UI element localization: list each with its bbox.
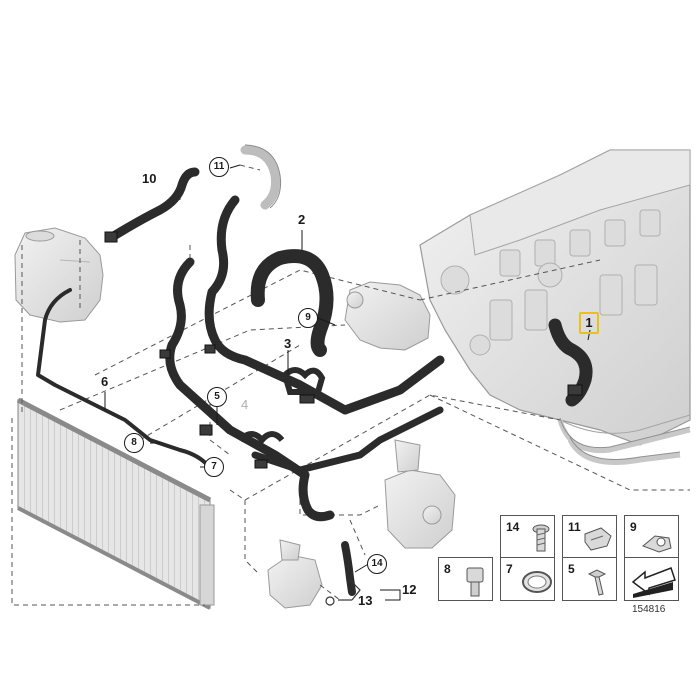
upper-grey-hose [240,145,280,210]
screw-icon [532,524,550,552]
callout-1-highlighted: 1 [579,312,599,334]
callout-1: 1 [585,315,593,330]
callout-6: 6 [101,374,109,389]
legend-num-5: 5 [568,562,575,576]
clip-icon [584,527,612,551]
callout-14: 14 [367,554,387,574]
callout-8: 8 [124,433,144,453]
legend-cell-7: 7 [500,557,555,601]
electric-pump [267,539,323,609]
thermostat-housing [384,439,456,549]
engine-pipes [557,419,691,465]
callout-13: 13 [358,593,373,608]
bracket-clip-icon [642,535,672,553]
callout-4: 4 [241,397,249,412]
engine-block [419,149,691,446]
legend-num-11: 11 [568,520,581,534]
legend-cell-8: 8 [438,557,493,601]
legend-num-9: 9 [630,520,637,534]
callout-11: 11 [209,157,229,177]
callout-5: 5 [207,387,227,407]
legend-num-14: 14 [506,520,520,534]
reference-number: 154816 [632,604,666,615]
small-fittings [325,579,361,606]
legend-num-8: 8 [444,562,451,576]
bolt-icon [587,569,607,596]
callout-9: 9 [298,308,318,328]
callout-3: 3 [284,336,292,351]
dashed-leaders [11,164,690,606]
upper-grey-hose-outline [244,144,281,209]
legend-cell-11: 11 [562,515,617,559]
hose-clamp-icon [522,571,552,593]
legend-cell-14: 14 [500,515,555,559]
callout-10: 10 [142,171,157,186]
arrow-symbol-icon [631,567,676,598]
legend-cell-9: 9 [624,515,679,559]
radiator [16,397,215,610]
callout-7: 7 [204,457,224,477]
coolant-pump [344,281,431,351]
coolant-hoses [36,167,593,596]
expansion-tank [14,227,104,323]
legend-num-7: 7 [506,562,513,576]
connector-icon [466,567,484,597]
callout-12: 12 [402,582,417,597]
legend-cell-5: 5 [562,557,617,601]
legend-cell-arrow [624,557,679,601]
hose-brackets [104,231,583,469]
callout-2: 2 [298,212,306,227]
engine-pipes-outline [559,417,691,460]
